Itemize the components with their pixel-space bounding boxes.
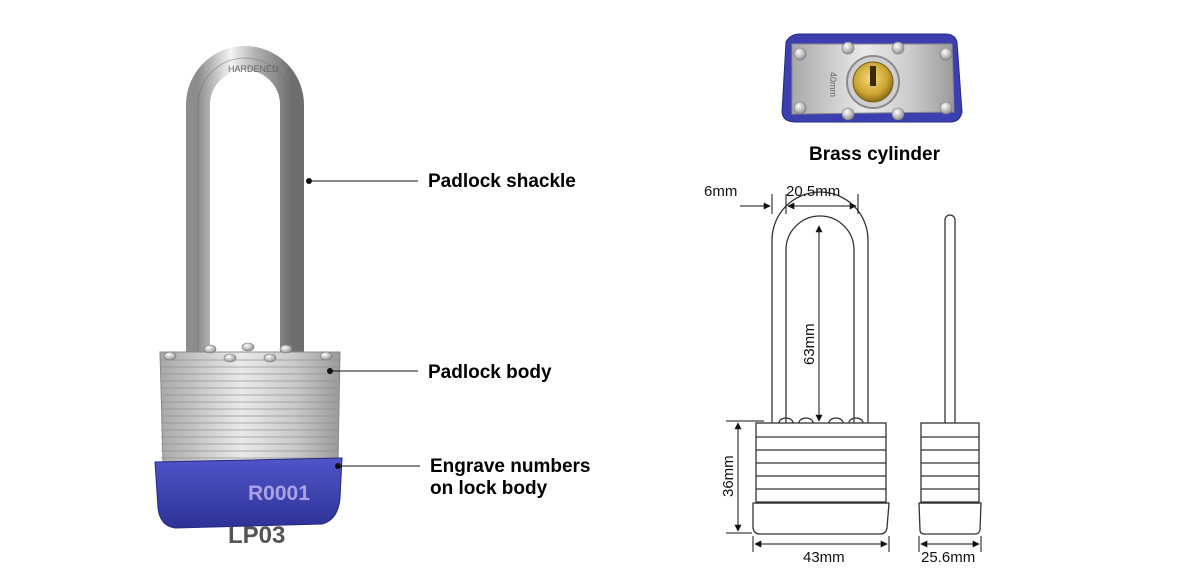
side-view-drawing	[918, 214, 982, 535]
body-laminations	[161, 359, 339, 459]
front-view-drawing	[752, 191, 890, 535]
dimension-lines	[726, 194, 982, 552]
shackle-stamp: HARDENED	[228, 64, 279, 74]
dim-body-height: 36mm	[720, 455, 737, 497]
body-rivets	[163, 342, 333, 363]
cylinder-stamp: 40mm	[828, 72, 838, 97]
padlock-shackle	[186, 46, 304, 360]
dim-shackle-clearance: 63mm	[801, 323, 818, 365]
callout-body: Padlock body	[428, 362, 552, 383]
callout-engrave-line1: Engrave numbers	[430, 456, 591, 477]
model-number: LP03	[228, 522, 286, 549]
callout-engrave-line2: on lock body	[430, 478, 548, 499]
cylinder-caption: Brass cylinder	[809, 144, 940, 165]
callout-engrave: Engrave numbers on lock body	[430, 456, 591, 500]
padlock-body	[159, 351, 341, 463]
dim-body-thickness: 25.6mm	[921, 549, 975, 566]
padlock-photo: HARDENED R0001	[154, 46, 343, 529]
callout-shackle: Padlock shackle	[428, 171, 576, 192]
dim-shackle-diameter: 6mm	[704, 183, 737, 200]
dimension-labels: 6mm 20.5mm 63mm 36mm 43mm 25.6mm	[704, 183, 975, 566]
dim-shackle-inner-width: 20.5mm	[786, 183, 840, 200]
engraved-number: R0001	[248, 482, 310, 505]
blue-bumper	[154, 457, 343, 529]
cylinder-photo: 40mm	[781, 33, 963, 123]
dim-body-width: 43mm	[803, 549, 845, 566]
callout-leaders	[306, 178, 420, 469]
